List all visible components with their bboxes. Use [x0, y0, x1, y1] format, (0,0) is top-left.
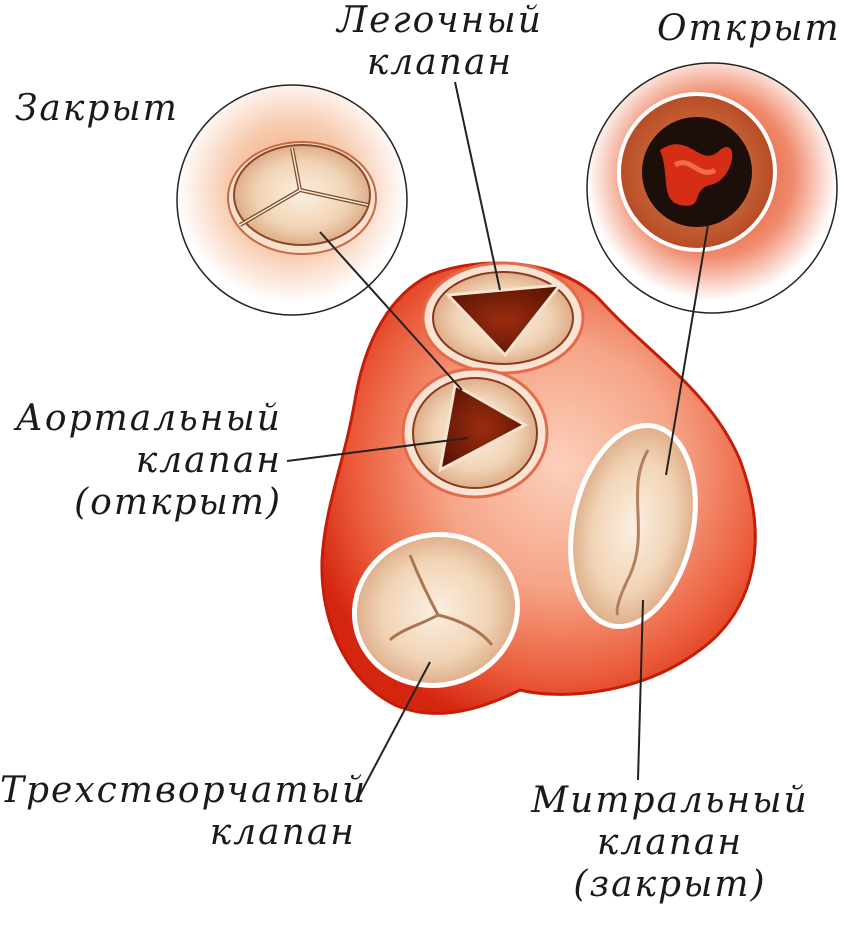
leader-closed	[319, 231, 463, 391]
leader-mitral	[637, 599, 644, 781]
pulmonary-valve	[421, 261, 585, 375]
label-aortic-line3: (открыт)	[74, 482, 282, 523]
label-aortic-line2: клапан	[135, 440, 282, 481]
label-open: Открыт	[657, 8, 841, 49]
leader-aortic	[286, 437, 469, 462]
label-pulmonary-valve: Легочный клапан	[330, 0, 550, 84]
label-pulmonary-line1: Легочный	[337, 0, 543, 41]
closed-valve-inset	[176, 84, 408, 316]
label-aortic-valve: Аортальный клапан (открыт)	[10, 398, 282, 524]
label-mitral-line3: (закрыт)	[573, 864, 767, 905]
aortic-valve	[401, 367, 549, 499]
label-tricuspid-line2: клапан	[209, 812, 356, 853]
label-aortic-line1: Аортальный	[15, 398, 282, 439]
label-mitral-valve: Митральный клапан (закрыт)	[520, 780, 820, 906]
tricuspid-valve	[351, 532, 521, 688]
mitral-valve	[568, 422, 698, 630]
leader-lines	[286, 81, 709, 801]
leader-pulmonary	[454, 81, 501, 291]
leader-tricuspid	[356, 661, 431, 801]
open-valve-inset	[586, 62, 838, 314]
label-pulmonary-line2: клапан	[366, 42, 514, 83]
label-mitral-line2: клапан	[596, 822, 744, 863]
label-tricuspid-line1: Трехстворчатый	[0, 770, 368, 811]
label-mitral-line1: Митральный	[531, 780, 809, 821]
leader-open	[665, 224, 709, 476]
label-tricuspid-valve: Трехстворчатый клапан	[0, 770, 368, 854]
label-closed: Закрыт	[15, 88, 179, 129]
